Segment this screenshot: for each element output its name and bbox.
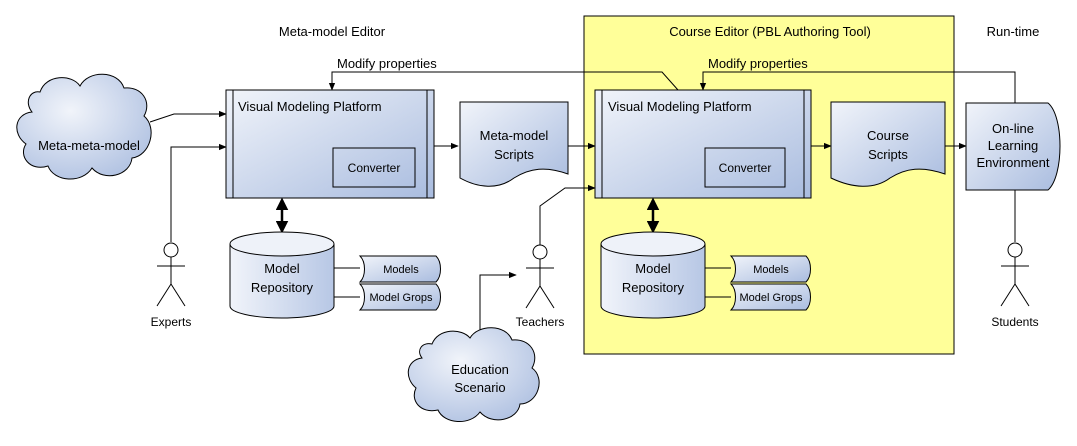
course-scripts: Course Scripts bbox=[830, 101, 946, 187]
repo-left-line1: Model bbox=[264, 261, 300, 276]
online-env-line3: Environment bbox=[977, 155, 1050, 170]
education-scenario-line1: Education bbox=[451, 362, 509, 377]
runtime-title: Run-time bbox=[987, 24, 1040, 39]
models-tab-left: Models bbox=[358, 255, 441, 283]
groups-right-label: Model Grops bbox=[740, 292, 803, 304]
vmp-right-label: Visual Modeling Platform bbox=[608, 99, 752, 114]
meta-scripts-line1: Meta-model bbox=[480, 128, 549, 143]
models-tab-right: Models bbox=[729, 255, 811, 283]
converter-left-label: Converter bbox=[348, 161, 401, 175]
vmp-right: Visual Modeling Platform Converter bbox=[594, 89, 812, 199]
repo-right-line1: Model bbox=[635, 261, 671, 276]
models-left-label: Models bbox=[383, 264, 419, 276]
online-env-line1: On-line bbox=[992, 121, 1034, 136]
online-learning-environment: On-line Learning Environment bbox=[965, 102, 1061, 191]
experts-label: Experts bbox=[151, 315, 192, 329]
experts-actor: Experts bbox=[151, 242, 192, 329]
model-groups-tab-right: Model Grops bbox=[729, 283, 811, 311]
students-actor: Students bbox=[991, 242, 1039, 329]
model-repository-right: Model Repository bbox=[600, 231, 706, 319]
teachers-actor: Teachers bbox=[516, 244, 565, 329]
groups-left-label: Model Grops bbox=[370, 292, 433, 304]
model-groups-tab-left: Model Grops bbox=[358, 283, 441, 311]
repo-left-line2: Repository bbox=[251, 280, 314, 295]
meta-meta-model-cloud: Meta-meta-model bbox=[16, 73, 152, 180]
repo-right-line2: Repository bbox=[622, 280, 685, 295]
converter-right-label: Converter bbox=[719, 161, 772, 175]
meta-scripts-line2: Scripts bbox=[494, 147, 534, 162]
teachers-label: Teachers bbox=[516, 315, 565, 329]
course-scripts-line1: Course bbox=[867, 128, 909, 143]
course-editor-title: Course Editor (PBL Authoring Tool) bbox=[669, 24, 871, 39]
models-right-label: Models bbox=[753, 264, 789, 276]
meta-editor-title: Meta-model Editor bbox=[279, 24, 386, 39]
education-scenario-cloud: Education Scenario bbox=[407, 327, 540, 422]
course-scripts-line2: Scripts bbox=[868, 147, 908, 162]
online-env-line2: Learning bbox=[988, 138, 1039, 153]
students-label: Students bbox=[991, 315, 1038, 329]
modify-properties-left-label: Modify properties bbox=[337, 56, 437, 71]
modify-properties-right-label: Modify properties bbox=[708, 56, 808, 71]
meta-meta-model-label: Meta-meta-model bbox=[38, 138, 140, 153]
meta-model-scripts: Meta-model Scripts bbox=[459, 101, 569, 187]
connectors bbox=[149, 71, 1016, 333]
vmp-left: Visual Modeling Platform Converter bbox=[225, 89, 435, 199]
vmp-left-label: Visual Modeling Platform bbox=[238, 99, 382, 114]
education-scenario-line2: Scenario bbox=[454, 380, 505, 395]
model-repository-left: Model Repository bbox=[229, 231, 335, 319]
